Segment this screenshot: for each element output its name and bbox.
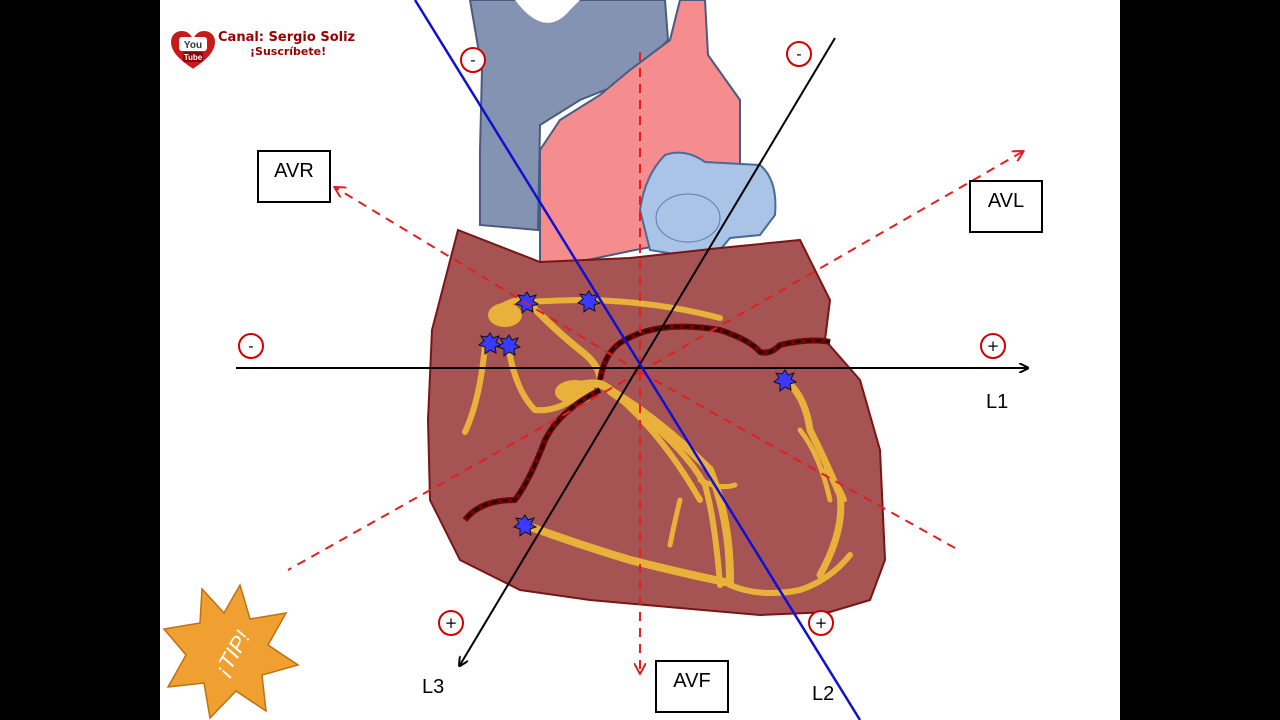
l2-axis [413,0,862,720]
avf-label: AVF [673,670,711,692]
l2-minus-sign: - [460,47,486,73]
tip-star-badge: ¡TIP! [162,583,300,720]
logo-tube: Tube [184,53,203,62]
channel-name: Canal: Sergio Soliz [218,30,356,45]
node-marker [477,332,503,356]
avr-label: AVR [274,160,314,182]
avl-axis-tail [287,371,641,571]
av-node [555,380,595,404]
avl-label-box: AVL [969,180,1043,233]
node-marker [512,514,538,538]
l3-axis [460,37,836,665]
sa-node [488,303,522,327]
node-marker [496,334,522,358]
node-marker [772,369,798,393]
subscribe-call: ¡Suscríbete! [250,45,327,58]
l3-minus-sign: - [786,41,812,67]
avf-label-box: AVF [655,660,729,713]
avr-axis-tail [639,371,956,549]
vena-cava-notch [515,0,580,23]
youtube-heart-logo: You Tube [168,28,218,72]
right-bundle-dashed-top [463,388,601,521]
left-atrium [638,151,777,257]
l3-label: L3 [422,676,445,698]
vena-cava [468,0,670,232]
left-bundle-dashed [597,323,831,381]
avr-label-box: AVR [257,150,331,203]
atrium-inner [655,193,721,243]
l2-plus-sign: + [808,610,834,636]
avl-label: AVL [987,190,1025,212]
avr-axis [336,188,641,373]
l1-plus-sign: + [980,333,1006,359]
l2-label: L2 [812,683,835,705]
l1-label: L1 [986,391,1009,413]
heart-axis-diagram [236,0,1120,720]
channel-credit: Canal: Sergio Soliz ¡Suscríbete! [218,30,355,58]
l1-minus-sign: - [238,333,264,359]
logo-you: You [184,40,202,51]
slide: You Tube Canal: Sergio Soliz ¡Suscríbete… [160,0,1120,720]
l3-plus-sign: + [438,610,464,636]
